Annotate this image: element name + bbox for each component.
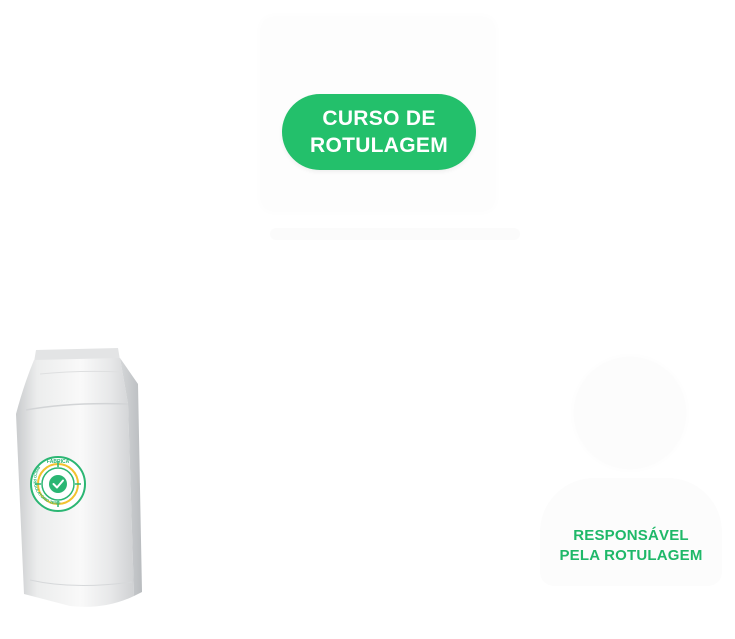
responsible-label-line1: RESPONSÁVEL [573, 527, 689, 544]
seal-top-text: FÁBRICA [47, 458, 70, 465]
background-shadow [270, 228, 520, 240]
person-body-placeholder [540, 478, 722, 586]
responsible-label-line2: PELA ROTULAGEM [559, 547, 703, 564]
person-head-placeholder [574, 357, 686, 469]
course-badge-line2: ROTULAGEM [309, 134, 449, 157]
course-badge: CURSO DE ROTULAGEM [282, 94, 476, 170]
check-icon [49, 475, 67, 493]
course-badge-line1: CURSO DE [322, 107, 436, 130]
compliance-seal: FÁBRICA RISCO REGULATÓRIO ZERO [30, 456, 86, 512]
product-bag: FÁBRICA RISCO REGULATÓRIO ZERO [16, 348, 142, 607]
responsible-label: RESPONSÁVEL PELA ROTULAGEM [548, 526, 714, 566]
